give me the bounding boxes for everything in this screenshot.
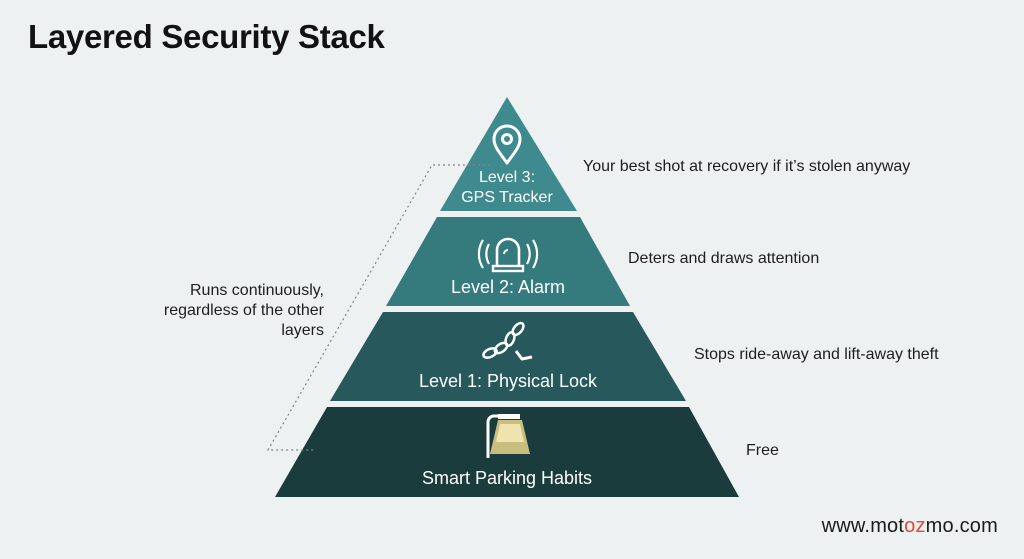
page-title: Layered Security Stack	[28, 18, 385, 55]
chain-lock-icon	[482, 321, 533, 361]
layer-1-description: Stops ride-away and lift-away theft	[694, 346, 939, 363]
layer-1-physical-lock	[330, 312, 686, 401]
layer-2-alarm	[386, 217, 630, 306]
layer-base-description: Free	[746, 442, 779, 459]
alarm-siren-icon	[477, 237, 539, 273]
continuous-note: Runs continuously, regardless of the oth…	[163, 282, 324, 339]
street-lamp-icon	[486, 414, 530, 458]
site-url-prefix: www.mot	[821, 515, 905, 537]
layer-3-gps-tracker	[440, 97, 577, 211]
map-pin-icon	[492, 124, 522, 165]
layer-2-description: Deters and draws attention	[628, 250, 820, 267]
layer-3-label-line2: GPS Tracker	[461, 189, 553, 206]
layer-3-label-line1: Level 3:	[479, 169, 535, 186]
site-url[interactable]: www.motozmo.com	[822, 515, 998, 538]
site-url-accent: oz	[904, 515, 926, 537]
layer-base-label: Smart Parking Habits	[422, 468, 592, 488]
layer-1-label: Level 1: Physical Lock	[419, 371, 598, 391]
site-url-suffix: mo.com	[925, 515, 998, 537]
layer-3-description: Your best shot at recovery if it’s stole…	[583, 158, 911, 175]
continuous-bracket	[266, 164, 490, 451]
layer-2-label: Level 2: Alarm	[451, 277, 565, 297]
